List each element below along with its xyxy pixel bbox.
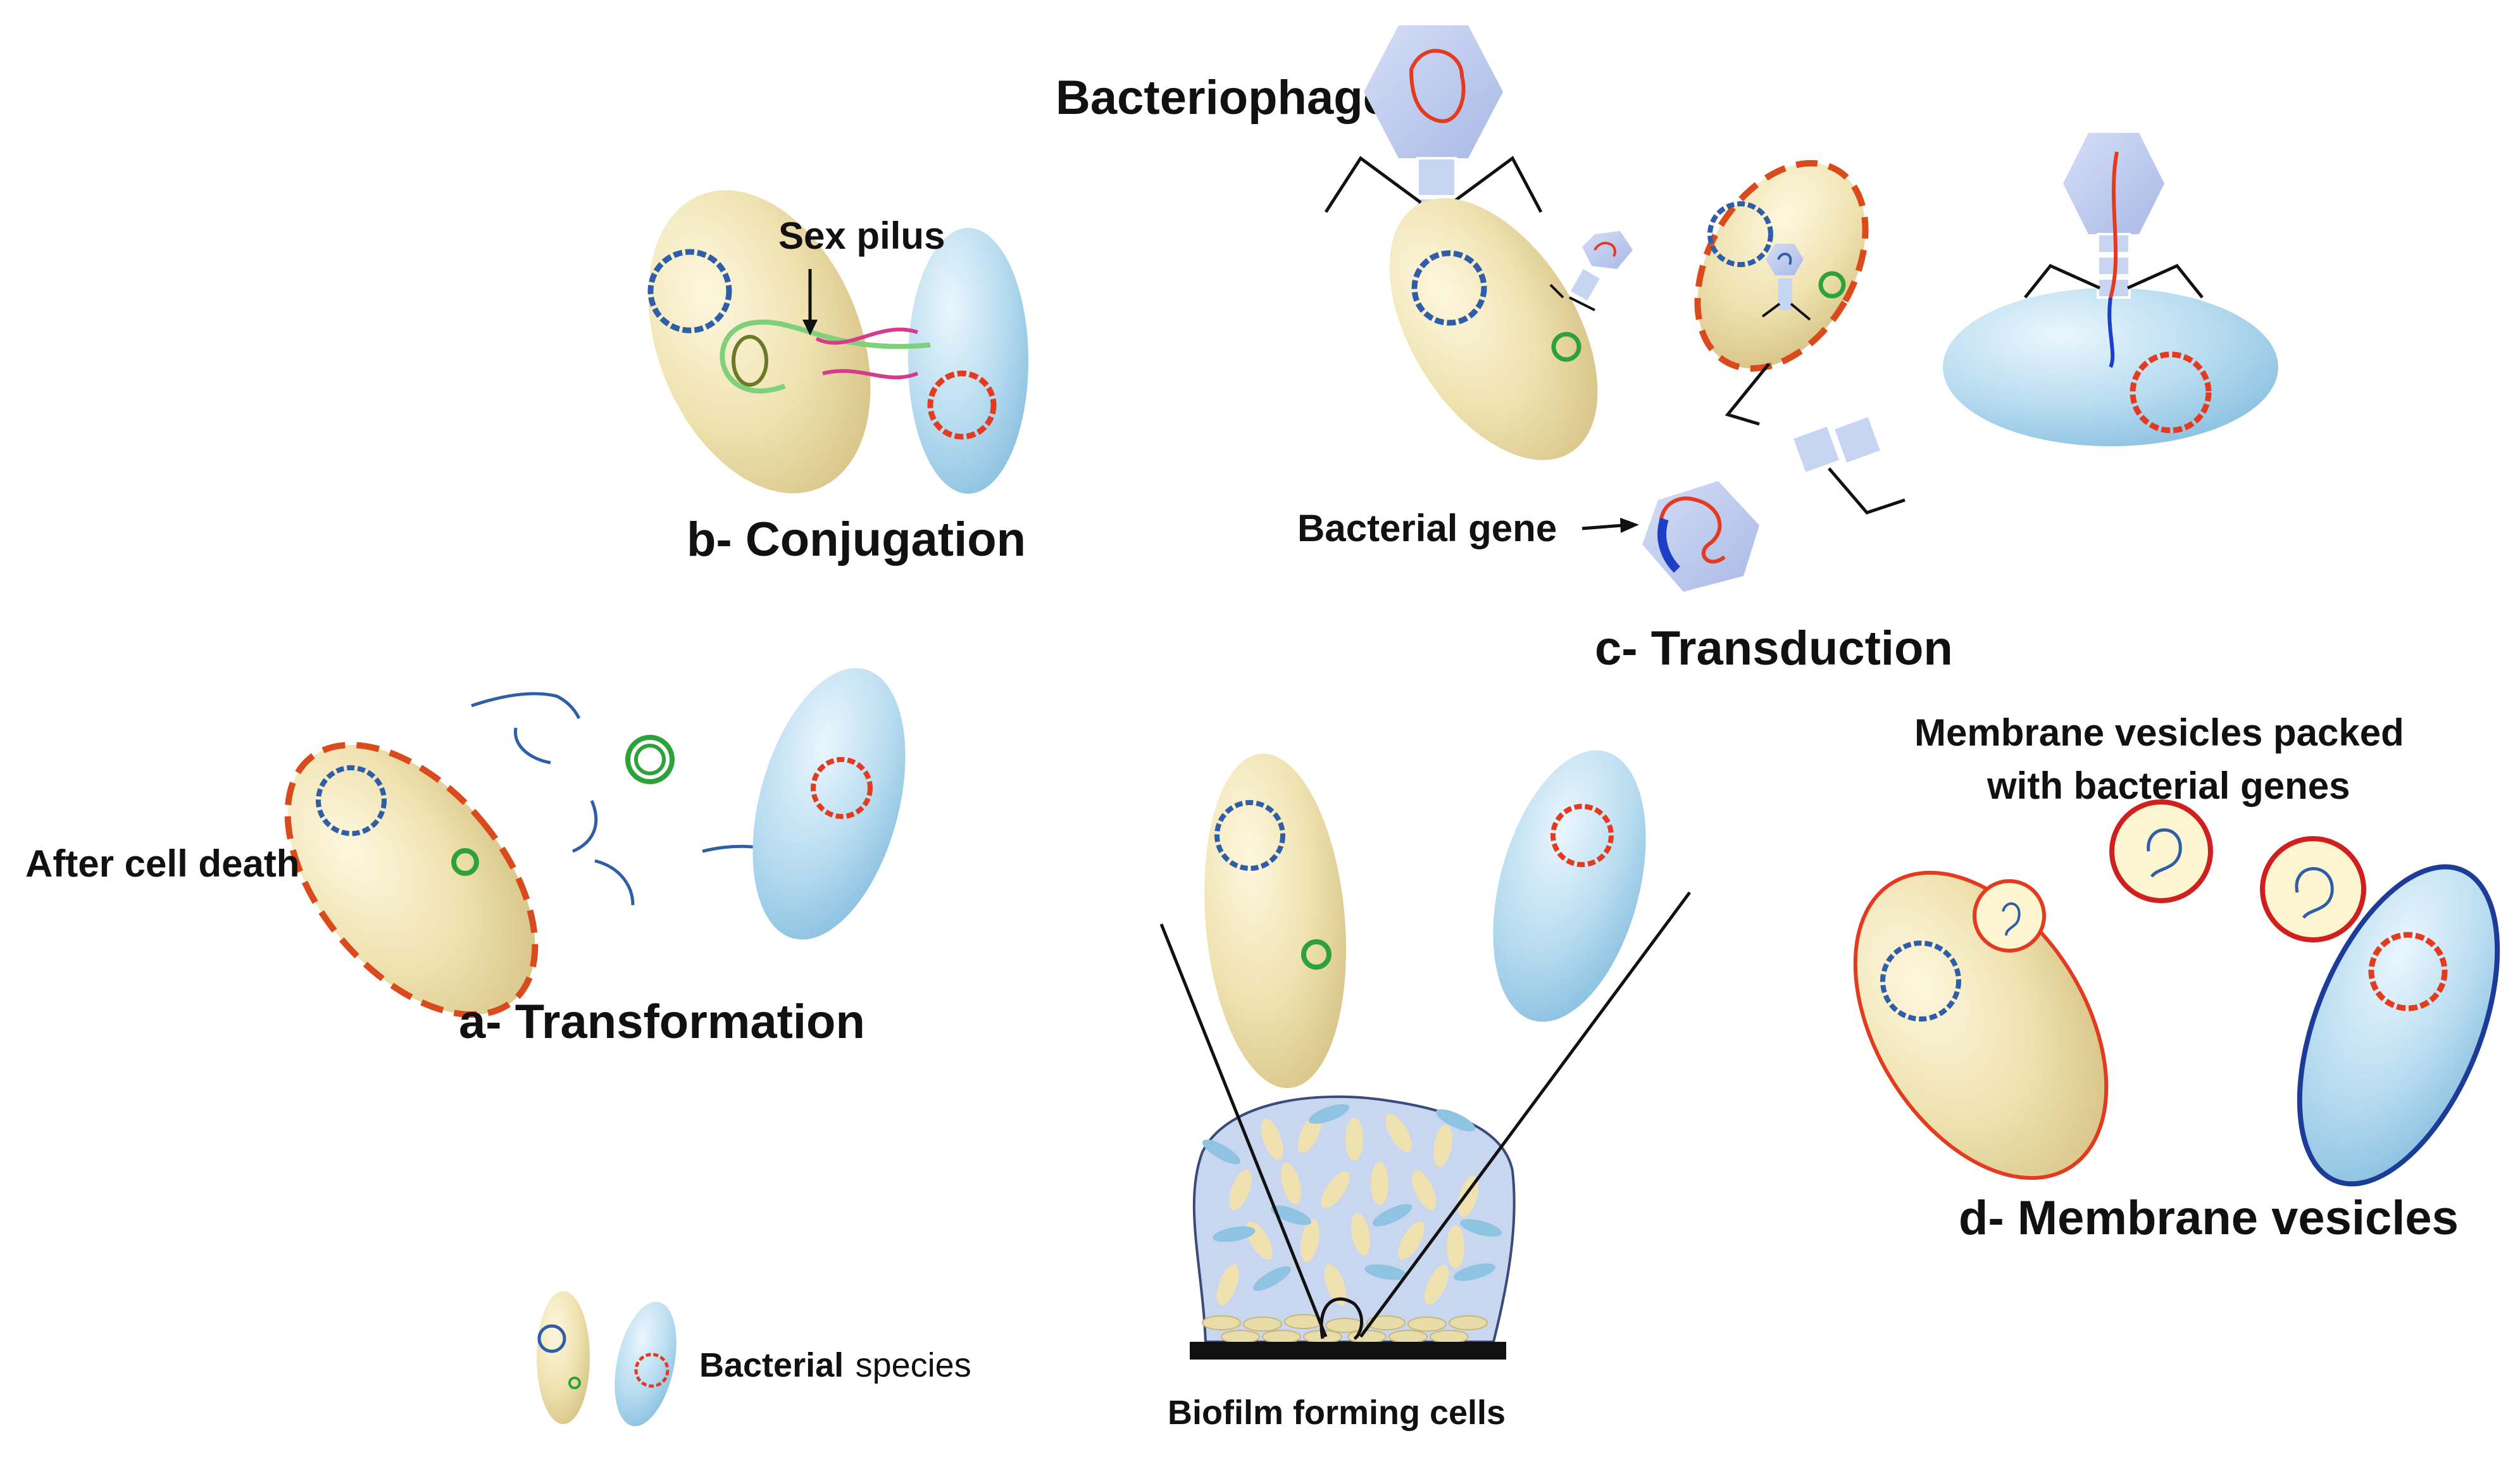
free-plasmid-icon bbox=[625, 735, 675, 784]
injected-dna bbox=[2109, 151, 2119, 298]
budding-vesicle-icon bbox=[1973, 879, 2046, 953]
vesicle-recipient-chromosome bbox=[2368, 932, 2448, 1011]
fusing-vesicle-dna bbox=[2295, 867, 2334, 919]
vesicle-donor-cell bbox=[1853, 870, 2109, 1180]
lysed-chromosome bbox=[1707, 201, 1773, 267]
membrane-vesicles-title: d- Membrane vesicles bbox=[1959, 1191, 2459, 1245]
free-vesicle-dna bbox=[2147, 828, 2182, 878]
phage-head bbox=[1364, 25, 1503, 158]
sex-pilus-lower bbox=[822, 369, 919, 380]
transformation-title: a- Transformation bbox=[459, 995, 865, 1049]
lysed-plasmid bbox=[1818, 271, 1846, 299]
recipient-chromosome-flat bbox=[2130, 351, 2212, 434]
vesicles-packed-line1: Membrane vesicles packed bbox=[1914, 711, 2404, 754]
free-vesicle-icon bbox=[2109, 799, 2213, 903]
biofilm-substrate bbox=[1190, 1342, 1506, 1360]
transducing-phage-legs bbox=[1725, 363, 1906, 515]
legend-normal: species bbox=[856, 1346, 971, 1384]
biofilm-donor-plasmid bbox=[1301, 939, 1332, 970]
vesicle-recipient-cell bbox=[2297, 864, 2500, 1187]
membrane-vesicles-panel: Membrane vesicles packed with bacterial … bbox=[1853, 711, 2500, 1245]
biofilm-recipient-chromosome bbox=[1550, 804, 1614, 867]
conjugation-panel: Sex pilus b- Conjugation bbox=[647, 190, 1028, 566]
bacterial-gene-segment bbox=[1657, 517, 1681, 573]
injected-gene bbox=[2107, 297, 2115, 368]
legend: Bacterial species bbox=[537, 1291, 971, 1427]
recipient-cell bbox=[908, 228, 1028, 494]
biofilm-label: Biofilm forming cells bbox=[1168, 1394, 1506, 1432]
bacterial-gene-arrowhead bbox=[1620, 518, 1639, 533]
bacterium-donor-icon bbox=[537, 1291, 590, 1424]
after-cell-death-label: After cell death bbox=[25, 842, 299, 885]
host-chromosome bbox=[1411, 250, 1487, 326]
bacteriophage-label: Bacteriophage bbox=[1056, 71, 1390, 125]
transformation-panel: After cell death a- Transformation bbox=[25, 668, 906, 1049]
legend-recipient-chromosome bbox=[634, 1353, 670, 1388]
plasmid-icon bbox=[732, 335, 768, 387]
budding-vesicle-dna bbox=[2002, 902, 2021, 936]
bacterial-gene-label: Bacterial gene bbox=[1297, 507, 1557, 549]
phage-tail bbox=[1416, 157, 1457, 197]
transducing-phage-icon bbox=[1642, 363, 1906, 592]
biofilm-panel: Biofilm forming cells bbox=[1159, 750, 1692, 1432]
phage-legs bbox=[1324, 156, 1543, 213]
attaching-phage-icon bbox=[1549, 231, 1633, 311]
transduction-title: c- Transduction bbox=[1595, 622, 1953, 675]
recipient-chromosome bbox=[927, 370, 997, 440]
biofilm-cells bbox=[1202, 1104, 1502, 1344]
lysed-donor-cell bbox=[284, 742, 539, 1018]
progeny-phage-icon bbox=[1761, 244, 1811, 321]
sex-pilus bbox=[815, 327, 918, 345]
free-plasmid-inner bbox=[634, 744, 666, 775]
donor-chromosome bbox=[647, 249, 732, 334]
vesicle-donor-chromosome bbox=[1880, 941, 1961, 1022]
infected-cell bbox=[1389, 198, 1598, 460]
sex-pilus-label: Sex pilus bbox=[778, 215, 945, 257]
biofilm-recipient-cell bbox=[1493, 750, 1646, 1022]
bacterium-recipient-icon bbox=[614, 1301, 677, 1427]
zoom-line-right bbox=[1359, 891, 1692, 1338]
donor-plasmid-a bbox=[451, 848, 479, 876]
free-dna-fragments bbox=[471, 692, 802, 906]
bacterial-gene-dna bbox=[1659, 496, 1726, 564]
biofilm-donor-cell bbox=[1204, 753, 1346, 1089]
bacterial-gene-arrow bbox=[1581, 523, 1624, 530]
legend-plasmid bbox=[568, 1377, 581, 1389]
legend-bold: Bacterial bbox=[699, 1346, 844, 1384]
biofilm-donor-chromosome bbox=[1214, 800, 1285, 871]
fusing-vesicle-icon bbox=[2260, 836, 2366, 942]
bacteriophage-icon bbox=[1324, 25, 1543, 215]
recipient-cell-a bbox=[752, 668, 906, 940]
biofilm-zoom-detail bbox=[1319, 1297, 1364, 1341]
legend-donor-chromosome bbox=[537, 1324, 566, 1353]
transduction-panel: Bacteriophage bbox=[1056, 25, 2278, 675]
phage-dna bbox=[1409, 49, 1466, 123]
donor-chromosome-a bbox=[316, 765, 387, 836]
pilus-arrowhead bbox=[802, 320, 818, 335]
zoom-line-left bbox=[1159, 923, 1328, 1337]
legend-label: Bacterial species bbox=[699, 1346, 971, 1384]
recipient-chromosome-a bbox=[811, 757, 873, 819]
injecting-phage-icon bbox=[2024, 133, 2204, 368]
conjugation-title: b- Conjugation bbox=[687, 513, 1026, 566]
host-plasmid bbox=[1551, 332, 1581, 362]
